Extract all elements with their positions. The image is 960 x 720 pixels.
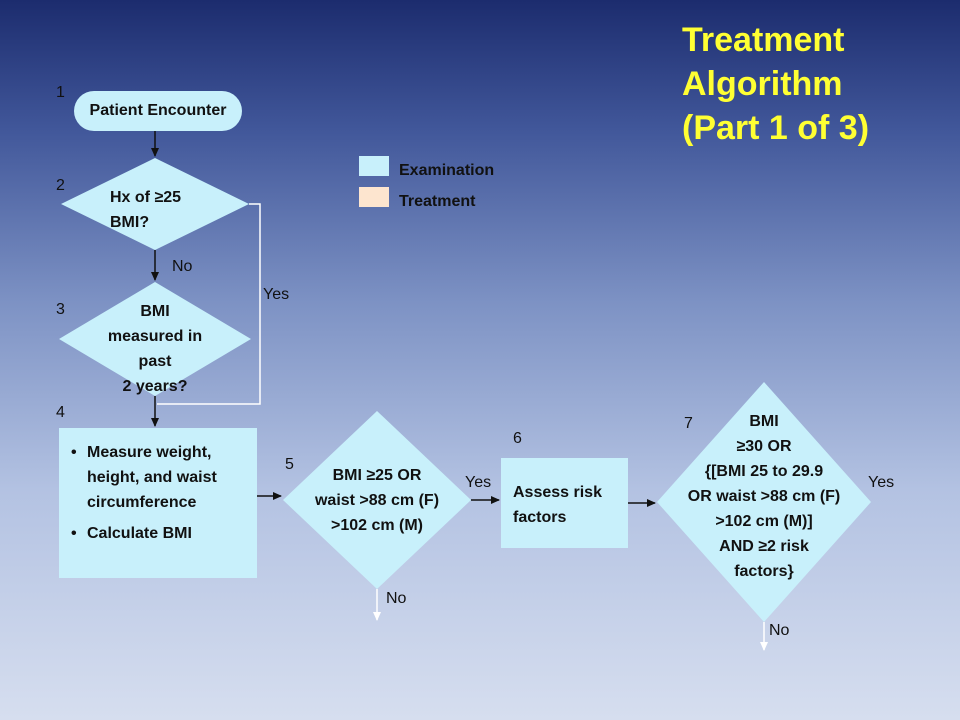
decision-5-line-3: >102 cm (M) (330, 517, 424, 534)
decision-7-line-3: {[BMI 25 to 29.9 (704, 463, 824, 480)
measure-box: •Measure weight, height, and waist circu… (59, 428, 257, 578)
decision-7-line-7: factors} (734, 563, 794, 580)
step-number-4: 4 (56, 404, 65, 421)
decision-3-line-2: measured in (107, 328, 203, 345)
edge-label-2-yes: Yes (263, 286, 290, 303)
decision-5-line-2: waist >88 cm (F) (314, 492, 440, 509)
assess-risk-box: Assess risk factors (501, 458, 628, 548)
decision-7-text: BMI ≥30 OR {[BMI 25 to 29.9 OR waist >88… (669, 409, 859, 584)
step-number-6: 6 (513, 430, 522, 447)
decision-2-text: Hx of ≥25 BMI? (110, 185, 220, 235)
legend-swatch-treatment (359, 187, 389, 207)
decision-3-line-3: past (138, 353, 172, 370)
step-number-2: 2 (56, 177, 65, 194)
decision-2-line-1: Hx of ≥25 (110, 189, 182, 206)
decision-7-line-5: >102 cm (M)] (715, 513, 813, 530)
decision-diamond-5 (283, 411, 471, 589)
patient-encounter-text: Patient Encounter (89, 102, 227, 119)
assess-risk-text: Assess risk factors (513, 484, 602, 526)
edge-label-5-yes: Yes (465, 474, 492, 491)
step-number-7: 7 (684, 415, 693, 432)
measure-bullet-2-text: Calculate BMI (87, 525, 192, 542)
decision-3-line-4: 2 years? (122, 378, 188, 395)
decision-diamond-7 (657, 382, 871, 622)
decision-5-line-1: BMI ≥25 OR (332, 467, 422, 484)
title-line-2: Algorithm (682, 65, 843, 103)
step-number-3: 3 (56, 301, 65, 318)
legend-swatch-examination (359, 156, 389, 176)
legend-label-treatment: Treatment (399, 193, 476, 210)
decision-diamond-3 (59, 282, 251, 396)
decision-3-line-1: BMI (140, 303, 170, 320)
decision-3-text: BMI measured in past 2 years? (85, 299, 225, 399)
title-line-1: Treatment (682, 21, 845, 59)
edge-label-5-no: No (386, 590, 407, 607)
decision-7-line-2: ≥30 OR (736, 438, 792, 455)
step-number-5: 5 (285, 456, 294, 473)
connector-2-yes (157, 203, 261, 405)
edge-label-7-yes: Yes (868, 474, 895, 491)
slide-title: Treatment Algorithm (Part 1 of 3) (682, 18, 952, 150)
edge-label-7-no: No (769, 622, 790, 639)
decision-7-line-6: AND ≥2 risk (719, 538, 809, 555)
measure-bullet-2: •Calculate BMI (71, 521, 257, 546)
decision-2-line-2: BMI? (110, 214, 150, 231)
title-line-3: (Part 1 of 3) (682, 109, 870, 147)
measure-list: •Measure weight, height, and waist circu… (59, 428, 257, 546)
step-number-1: 1 (56, 84, 65, 101)
decision-diamond-2 (61, 158, 249, 250)
measure-bullet-1: •Measure weight, height, and waist circu… (71, 440, 257, 515)
edge-label-2-no: No (172, 258, 193, 275)
decision-7-line-1: BMI (749, 413, 779, 430)
measure-bullet-1-text: Measure weight, height, and waist circum… (87, 444, 217, 511)
patient-encounter-terminal: Patient Encounter (74, 91, 242, 131)
legend-label-examination: Examination (399, 162, 495, 179)
decision-5-text: BMI ≥25 OR waist >88 cm (F) >102 cm (M) (297, 463, 457, 538)
decision-7-line-4: OR waist >88 cm (F) (687, 488, 841, 505)
